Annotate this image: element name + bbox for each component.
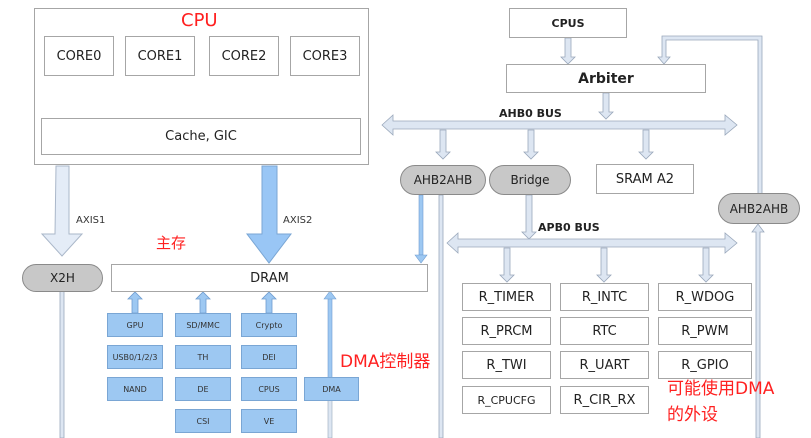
ahb2ahb-right: AHB2AHB (718, 193, 800, 224)
cpu-title: CPU (181, 10, 218, 31)
periph-r-cir-rx: R_CIR_RX (560, 386, 649, 414)
master-cpus: CPUS (241, 377, 297, 401)
apb0-bus-label: APB0 BUS (538, 221, 600, 234)
core-1: CORE1 (125, 36, 195, 76)
cache-gic: Cache, GIC (41, 118, 361, 155)
master-usb: USB0/1/2/3 (107, 345, 163, 369)
cpus-box: CPUS (509, 8, 627, 38)
dram-annotation: 主存 (156, 234, 187, 252)
periph-r-twi: R_TWI (462, 351, 551, 379)
master-nand: NAND (107, 377, 163, 401)
periph-r-pwm: R_PWM (658, 317, 752, 345)
master-de: DE (175, 377, 231, 401)
dma-annotation: DMA控制器 (340, 352, 431, 372)
periph-r-prcm: R_PRCM (462, 317, 551, 345)
periph-r-wdog: R_WDOG (658, 283, 752, 311)
axis1-label: AXIS1 (76, 215, 106, 226)
ahb0-bus-label: AHB0 BUS (499, 107, 562, 120)
core-3: CORE3 (290, 36, 360, 76)
master-ve: VE (241, 409, 297, 433)
master-dma: DMA (304, 377, 359, 401)
dram: DRAM (111, 264, 428, 292)
dma-periph-annotation-2: 的外设 (667, 405, 718, 425)
periph-rtc: RTC (560, 317, 649, 345)
core-2: CORE2 (209, 36, 279, 76)
periph-r-timer: R_TIMER (462, 283, 551, 311)
periph-r-gpio: R_GPIO (658, 351, 752, 379)
sram-a2: SRAM A2 (596, 164, 694, 194)
dma-periph-annotation-1: 可能使用DMA (667, 379, 775, 399)
master-sdmmc: SD/MMC (175, 313, 231, 337)
arbiter-box: Arbiter (506, 64, 706, 93)
periph-r-uart: R_UART (560, 351, 649, 379)
master-csi: CSI (175, 409, 231, 433)
periph-r-cpucfg: R_CPUCFG (462, 386, 551, 414)
periph-r-intc: R_INTC (560, 283, 649, 311)
master-dei: DEI (241, 345, 297, 369)
x2h-bridge: X2H (22, 264, 103, 292)
axis2-label: AXIS2 (283, 215, 313, 226)
master-th: TH (175, 345, 231, 369)
bridge: Bridge (489, 165, 571, 195)
master-gpu: GPU (107, 313, 163, 337)
master-crypto: Crypto (241, 313, 297, 337)
ahb2ahb-left: AHB2AHB (400, 165, 486, 195)
core-0: CORE0 (44, 36, 114, 76)
axis1-arrow (40, 165, 84, 257)
axis2-arrow (245, 165, 293, 264)
